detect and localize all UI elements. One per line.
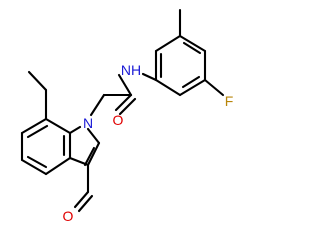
indole-ring xyxy=(20,117,101,176)
indole-nitrogen-label: N xyxy=(83,115,93,131)
carbonyl-double-bond xyxy=(114,93,137,116)
molecule-canvas: NH O N O F xyxy=(20,8,234,224)
amide-nitrogen-label: NH xyxy=(121,62,141,78)
aryl-fluorine-bond xyxy=(203,78,225,97)
carbonyl-oxygen-label: O xyxy=(113,112,124,128)
ch2-indole-n-bond xyxy=(89,93,106,117)
aryl-amide-bond xyxy=(141,72,158,82)
fluorine-label: F xyxy=(225,93,234,109)
aryl-ring xyxy=(154,34,207,97)
amide-n-c-bond xyxy=(117,73,133,97)
aldehyde-oxygen-label: O xyxy=(63,208,74,224)
formyl-group xyxy=(73,163,94,213)
ethyl-group xyxy=(27,70,48,121)
structure-diagram: NH O N O F xyxy=(20,8,234,224)
